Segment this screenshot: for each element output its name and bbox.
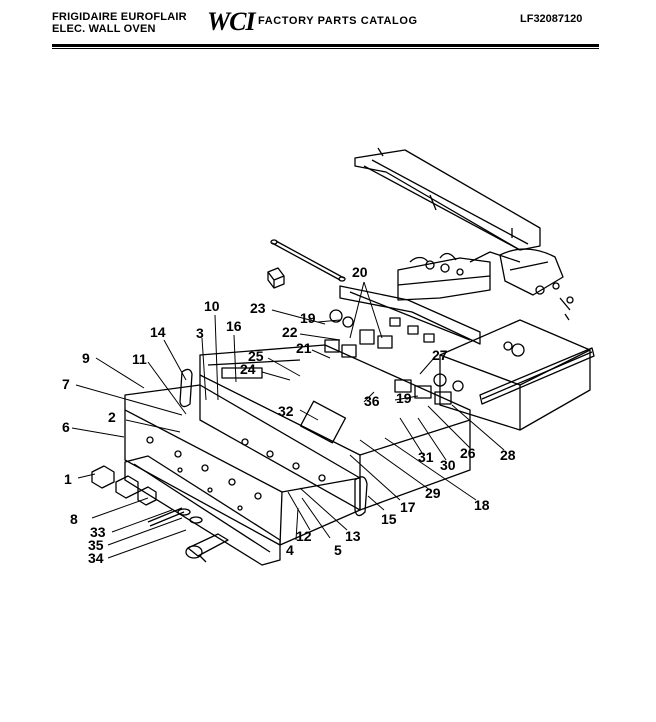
callout-17: 17: [400, 499, 416, 515]
catalog-header: FRIGIDAIRE EUROFLAIR ELEC. WALL OVEN: [52, 11, 187, 35]
product-type: ELEC. WALL OVEN: [52, 23, 156, 35]
callout-26: 26: [460, 445, 476, 461]
callout-leader-lines: [71, 281, 505, 559]
springs-and-washers: [147, 507, 203, 527]
right-trim-strip: [479, 347, 595, 405]
callout-14: 14: [150, 324, 166, 340]
callout-10: 10: [204, 298, 220, 314]
callout-12: 12: [296, 528, 312, 544]
callout-4: 4: [286, 542, 294, 558]
top-trim-rail: [354, 147, 541, 251]
callout-19b: 19: [396, 390, 412, 406]
wiring-harness-board: [397, 248, 574, 321]
callout-29: 29: [425, 485, 441, 501]
control-rod: [270, 239, 346, 282]
end-cap-right: [354, 476, 368, 517]
callout-22: 22: [282, 324, 298, 340]
callout-20: 20: [352, 264, 368, 280]
callout-7: 7: [62, 376, 70, 392]
callout-32: 32: [278, 403, 294, 419]
callout-21: 21: [296, 340, 312, 356]
end-cap-left: [179, 368, 193, 408]
front-control-panel: [124, 384, 361, 546]
lower-trim-panel: [124, 455, 281, 566]
callout-15: 15: [381, 511, 397, 527]
small-block: [267, 267, 285, 289]
callout-23: 23: [250, 300, 266, 316]
callout-18: 18: [474, 497, 490, 513]
callout-30: 30: [440, 457, 456, 473]
callout-5: 5: [334, 542, 342, 558]
callout-28: 28: [500, 447, 516, 463]
control-knobs: [91, 465, 157, 506]
callout-27: 27: [432, 347, 448, 363]
callout-35: 35: [88, 537, 104, 553]
brand-name: FRIGIDAIRE EUROFLAIR: [52, 11, 187, 23]
catalog-code: LF32087120: [520, 13, 583, 25]
callout-19a: 19: [300, 310, 316, 326]
callout-8: 8: [70, 511, 78, 527]
callout-1: 1: [64, 471, 72, 487]
callout-31: 31: [418, 449, 434, 465]
callout-16: 16: [226, 318, 242, 334]
callout-36: 36: [364, 393, 380, 409]
header-rule-thin: [52, 48, 599, 49]
callout-9: 9: [82, 350, 90, 366]
callout-24: 24: [240, 361, 256, 377]
callout-2: 2: [108, 409, 116, 425]
callout-13: 13: [345, 528, 361, 544]
callout-11: 11: [132, 351, 147, 367]
callout-33: 33: [90, 524, 106, 540]
callout-6: 6: [62, 419, 70, 435]
callout-34: 34: [88, 550, 104, 566]
catalog-title: FACTORY PARTS CATALOG: [258, 15, 418, 27]
switch-assembly: [324, 309, 464, 405]
callout-25: 25: [248, 348, 264, 364]
wci-logo: WCI: [207, 7, 256, 36]
header-rule: [52, 44, 599, 47]
bulb-assembly: [185, 533, 229, 563]
callout-3: 3: [196, 325, 204, 341]
